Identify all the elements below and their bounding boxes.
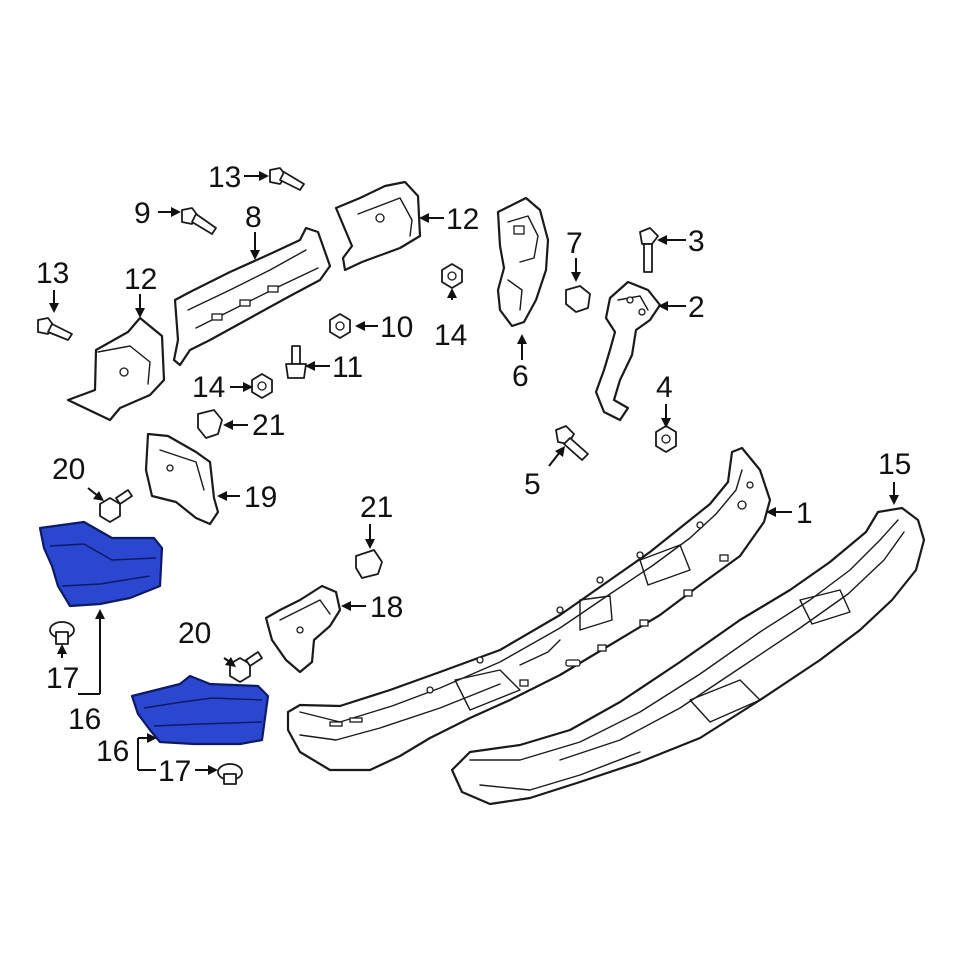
part-12-bracket-right[interactable] <box>334 180 422 272</box>
callout-20-upper: 20 <box>52 453 85 486</box>
callout-14-top: 14 <box>434 319 467 352</box>
bolt-5[interactable] <box>555 425 589 461</box>
nut-4[interactable] <box>655 425 677 453</box>
end-cap-upper-fill <box>38 520 164 608</box>
clip-21-lower[interactable] <box>355 549 383 579</box>
callout-16-lower: 16 <box>96 735 129 768</box>
part-18-bracket[interactable] <box>264 584 342 674</box>
bolt-13-top[interactable] <box>269 167 305 191</box>
stud-11[interactable] <box>285 345 307 379</box>
callout-16-upper: 16 <box>68 703 101 736</box>
bolt-20-upper[interactable] <box>99 489 133 523</box>
part-1-bumper-face-bar[interactable] <box>286 446 772 772</box>
callout-3: 3 <box>688 225 705 258</box>
callout-2: 2 <box>688 291 705 324</box>
callout-14-left: 14 <box>192 371 225 404</box>
part-16-end-cap-lower[interactable] <box>130 674 270 746</box>
callout-21-lower: 21 <box>360 491 393 524</box>
nut-7[interactable] <box>565 285 591 313</box>
callout-18: 18 <box>370 591 403 624</box>
callout-7: 7 <box>566 227 583 260</box>
callout-5: 5 <box>524 468 541 501</box>
callout-19: 19 <box>244 481 277 514</box>
nut-14-left[interactable] <box>251 373 273 399</box>
callout-17-lower: 17 <box>158 755 191 788</box>
callout-8: 8 <box>245 201 262 234</box>
part-15-step-pad[interactable] <box>450 506 926 806</box>
rivet-17-upper[interactable] <box>49 621 75 645</box>
callout-12-left: 12 <box>124 263 157 296</box>
nut-14-top[interactable] <box>441 263 463 289</box>
part-19-bracket[interactable] <box>144 432 220 526</box>
callout-1: 1 <box>796 497 813 530</box>
callout-15: 15 <box>878 448 911 481</box>
part-8-reinforcement[interactable] <box>172 226 332 367</box>
callout-21-upper: 21 <box>252 409 285 442</box>
callout-20-lower: 20 <box>178 617 211 650</box>
bolt-13-left[interactable] <box>37 317 73 341</box>
part-2-bracket[interactable] <box>594 280 662 422</box>
callout-12-right: 12 <box>446 203 479 236</box>
bolt-3[interactable] <box>639 227 659 273</box>
leader-lines <box>49 171 899 775</box>
bolt-9[interactable] <box>181 207 217 235</box>
callout-13-left: 13 <box>36 257 69 290</box>
nut-10[interactable] <box>329 313 351 339</box>
callout-labels: 1 2 3 4 5 6 7 8 9 10 11 12 12 13 13 14 1… <box>36 161 911 788</box>
callout-17-upper: 17 <box>46 662 79 695</box>
end-cap-lower-fill <box>130 674 270 746</box>
callout-4: 4 <box>656 371 673 404</box>
bolt-20-lower[interactable] <box>229 651 263 683</box>
callout-6: 6 <box>512 360 529 393</box>
clip-21-upper[interactable] <box>197 409 223 439</box>
callout-11: 11 <box>332 351 363 384</box>
callout-10: 10 <box>380 311 413 344</box>
rivet-17-lower[interactable] <box>217 763 243 785</box>
callout-9: 9 <box>134 197 151 230</box>
part-12-bracket-left[interactable] <box>66 316 166 422</box>
part-6-bracket[interactable] <box>496 196 550 328</box>
part-16-end-cap-upper[interactable] <box>38 520 164 608</box>
callout-13-top: 13 <box>208 161 241 194</box>
